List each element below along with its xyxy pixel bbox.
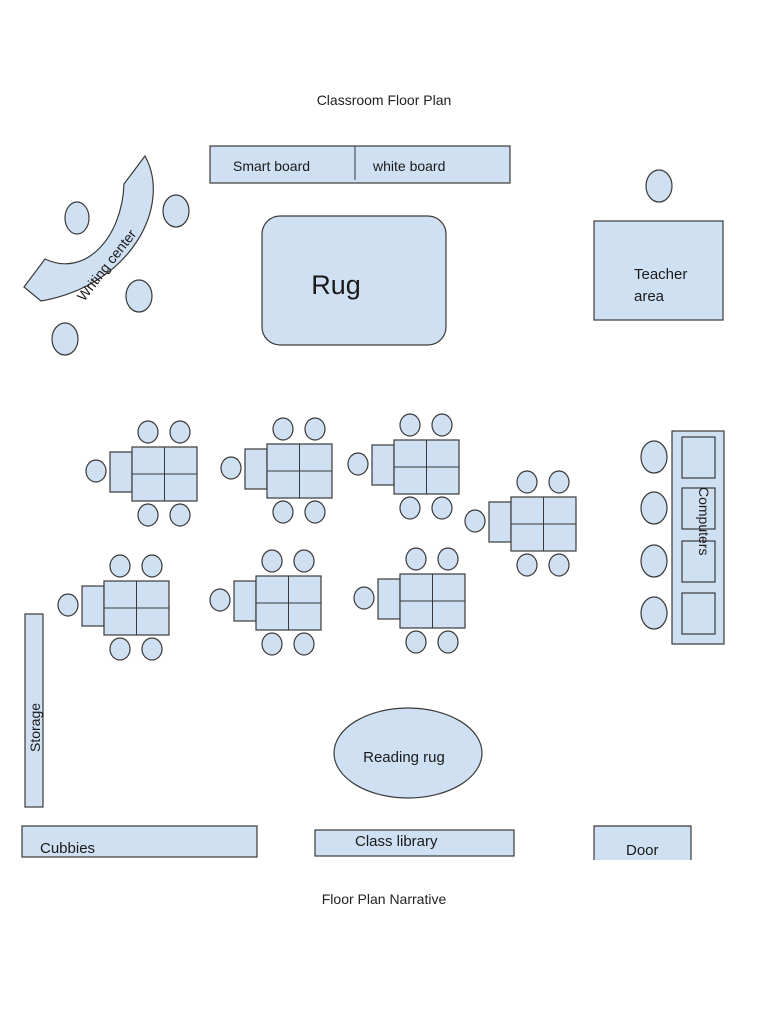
student-chair xyxy=(464,509,486,533)
student-chair xyxy=(405,630,427,654)
student-chair xyxy=(431,496,453,520)
reading-rug: Reading rug xyxy=(333,707,483,799)
writing-center-chair xyxy=(51,322,79,356)
computer xyxy=(681,592,716,635)
student-chair xyxy=(516,553,538,577)
computer xyxy=(681,436,716,479)
end-desk xyxy=(488,501,512,543)
smart-board xyxy=(209,145,511,184)
computer-chair xyxy=(640,491,668,525)
rug: Rug xyxy=(261,215,447,346)
teacher-area-label-line2: area xyxy=(634,288,665,305)
rug-shape xyxy=(261,215,447,346)
student-chair xyxy=(272,417,294,441)
door: Door xyxy=(593,825,692,860)
student-chair xyxy=(141,637,163,661)
writing-center-table xyxy=(23,154,154,302)
cubbies: Cubbies xyxy=(21,825,258,858)
student-chair xyxy=(405,547,427,571)
student-chair xyxy=(399,413,421,437)
door-label: Door xyxy=(626,842,659,859)
end-desk xyxy=(244,448,268,490)
teacher-area-label-line1: Teacher xyxy=(634,266,687,283)
end-desk xyxy=(371,444,395,486)
computer-station: Computers xyxy=(640,430,725,645)
computer-chair xyxy=(640,596,668,630)
end-desk xyxy=(377,578,401,620)
writing-center-chair xyxy=(125,279,153,313)
student-chair xyxy=(293,549,315,573)
desk-group xyxy=(347,413,460,520)
student-chair xyxy=(548,553,570,577)
reading-rug-shape xyxy=(333,707,483,799)
student-chair xyxy=(220,456,242,480)
storage-shelf xyxy=(24,613,44,808)
class-library-shelf xyxy=(314,829,515,857)
student-chair xyxy=(399,496,421,520)
student-chair xyxy=(431,413,453,437)
student-chair xyxy=(137,420,159,444)
student-chair xyxy=(169,420,191,444)
desk-group xyxy=(464,470,577,577)
student-chair xyxy=(261,632,283,656)
writing-center-chair xyxy=(162,194,190,228)
student-chair xyxy=(209,588,231,612)
storage-label: Storage xyxy=(27,703,43,752)
student-chair xyxy=(437,630,459,654)
class-library: Class library xyxy=(314,829,515,857)
computer xyxy=(681,540,716,583)
student-chair xyxy=(141,554,163,578)
student-chair xyxy=(85,459,107,483)
end-desk xyxy=(233,580,257,622)
student-chair xyxy=(304,417,326,441)
student-chair xyxy=(261,549,283,573)
computer-chair xyxy=(640,544,668,578)
student-chair xyxy=(109,637,131,661)
student-chair xyxy=(516,470,538,494)
rug-label: Rug xyxy=(311,270,361,300)
desk-group xyxy=(85,420,198,527)
desk-group xyxy=(220,417,333,524)
smart-board-label: Smart board xyxy=(233,158,310,174)
page-title: Classroom Floor Plan xyxy=(316,92,452,108)
student-chair xyxy=(548,470,570,494)
cubbies-label: Cubbies xyxy=(40,840,95,857)
teacher-area: Teacher area xyxy=(593,169,724,321)
end-desk xyxy=(81,585,105,627)
student-chair xyxy=(347,452,369,476)
writing-center-chair xyxy=(64,201,90,235)
computer xyxy=(681,487,716,530)
door-shape[interactable] xyxy=(593,825,692,860)
computer-chair xyxy=(640,440,668,474)
student-chair xyxy=(137,503,159,527)
desk-group xyxy=(209,549,322,656)
desk-groups xyxy=(57,413,577,661)
end-desk xyxy=(109,451,133,493)
writing-center: Writing center xyxy=(23,154,190,356)
board-wall: Smart board white board xyxy=(209,145,511,184)
student-chair xyxy=(272,500,294,524)
student-chair xyxy=(353,586,375,610)
cubbies-shelf xyxy=(21,825,258,858)
teacher-chair xyxy=(645,169,673,203)
student-chair xyxy=(293,632,315,656)
desk-group xyxy=(57,554,170,661)
student-chair xyxy=(304,500,326,524)
computers-label: Computers xyxy=(696,487,712,555)
student-chair xyxy=(109,554,131,578)
student-chair xyxy=(57,593,79,617)
white-board-label: white board xyxy=(372,158,445,174)
student-chair xyxy=(169,503,191,527)
class-library-label: Class library xyxy=(355,833,438,850)
reading-rug-label: Reading rug xyxy=(363,749,445,766)
footer-title: Floor Plan Narrative xyxy=(321,891,447,907)
teacher-desk xyxy=(593,220,724,321)
desk-group xyxy=(353,547,466,654)
storage: Storage xyxy=(24,613,44,808)
student-chair xyxy=(437,547,459,571)
